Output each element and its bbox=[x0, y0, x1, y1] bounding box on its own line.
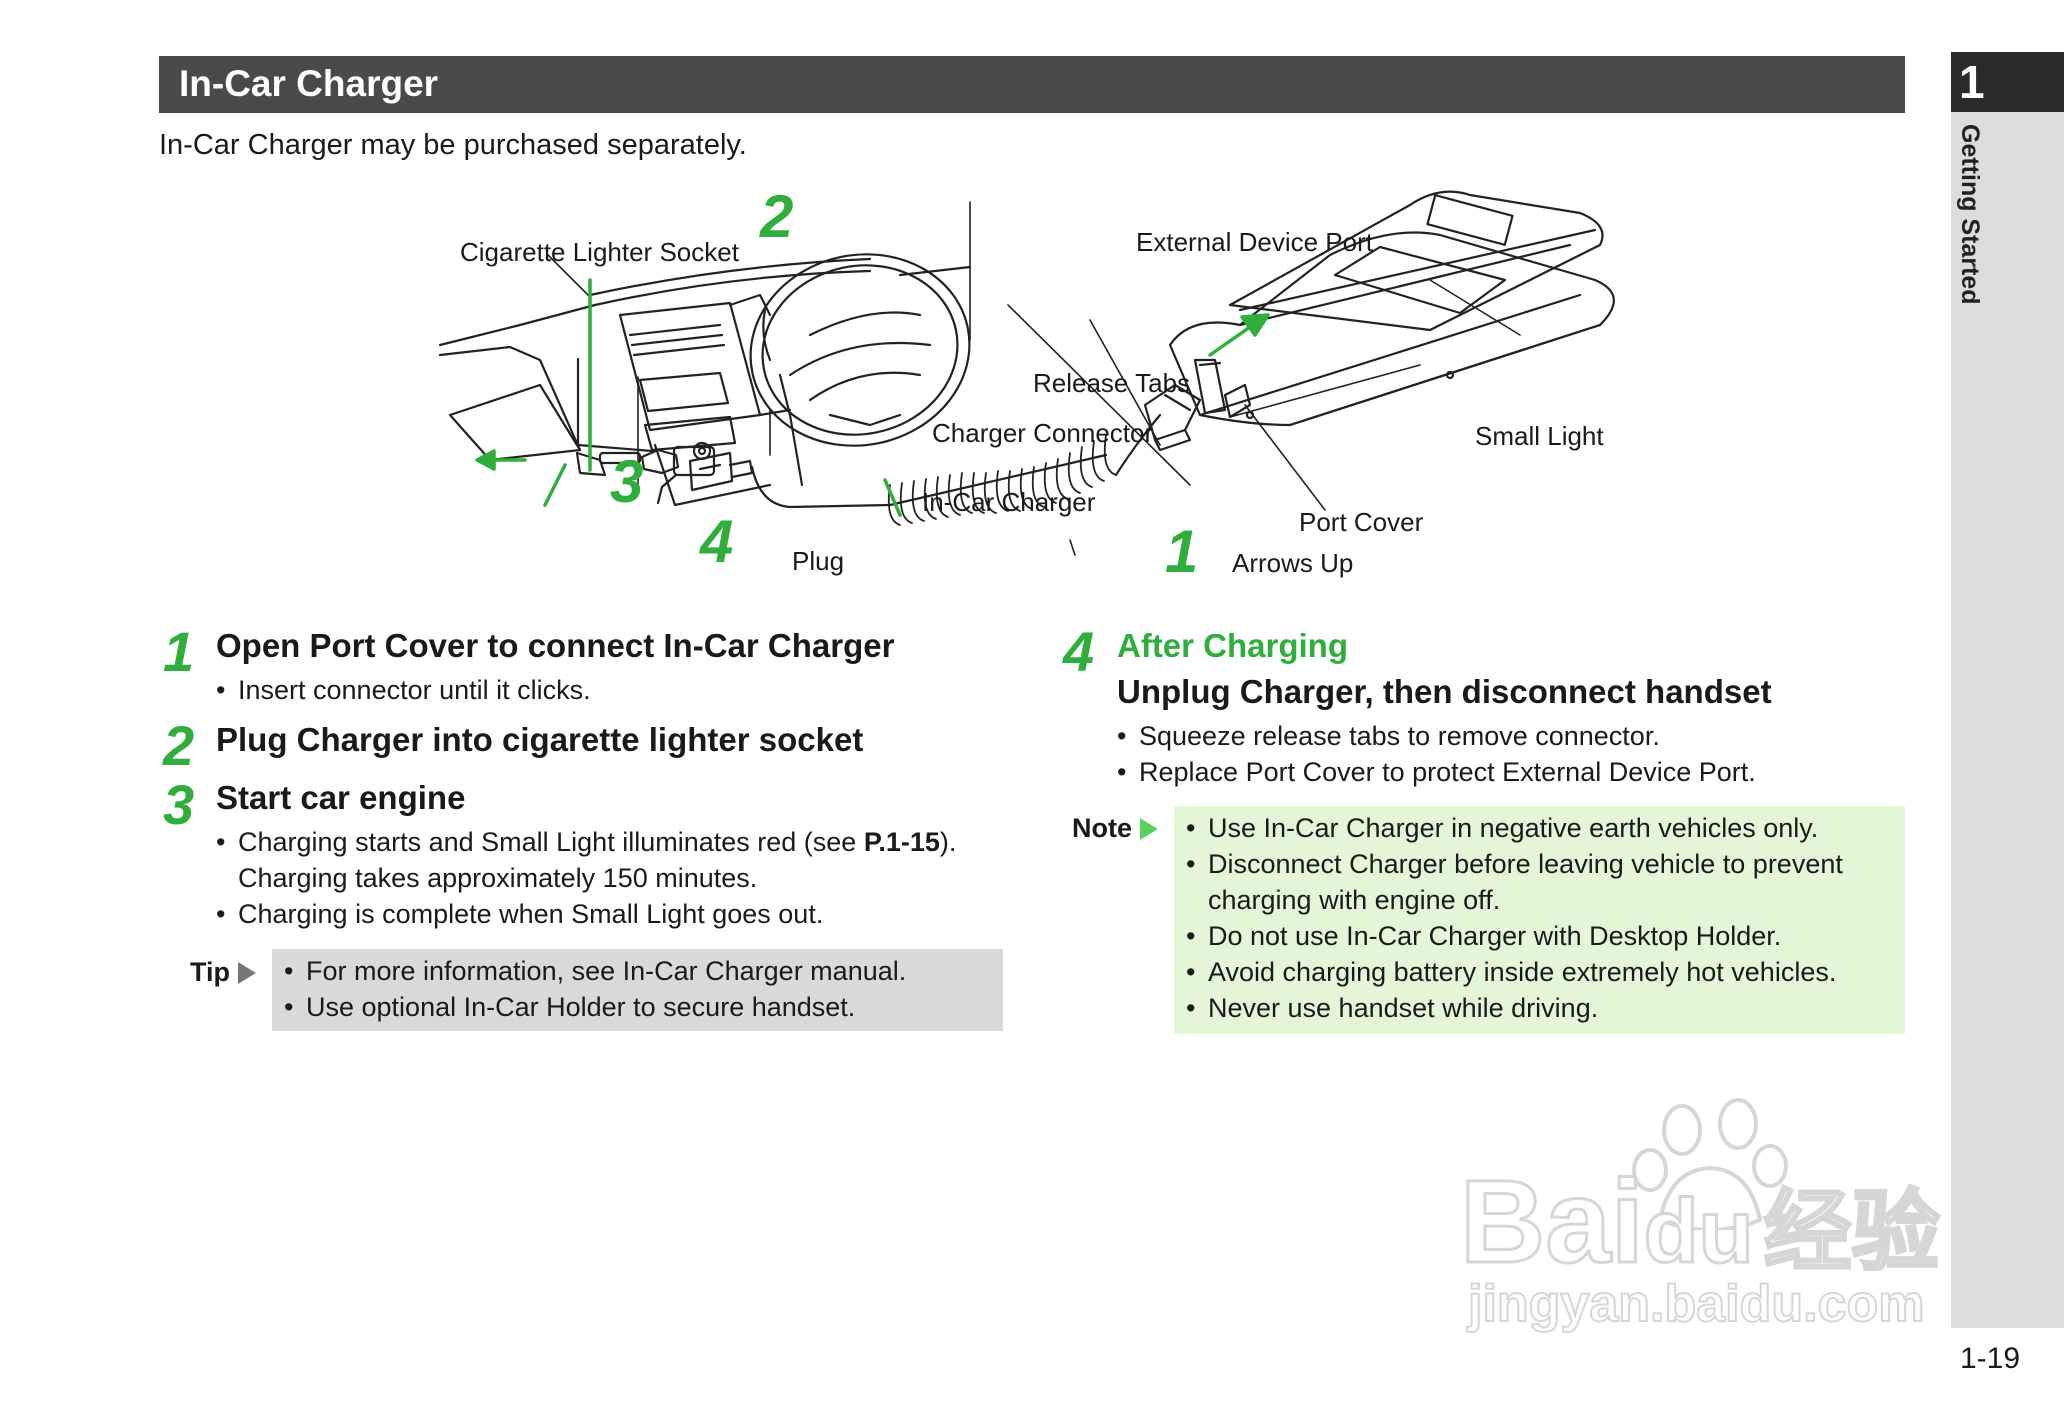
step-1-bullet: Insert connector until it clicks. bbox=[216, 672, 591, 708]
note-item: Avoid charging battery inside extremely … bbox=[1186, 954, 1843, 990]
step-4-subtitle: After Charging bbox=[1117, 627, 1348, 664]
diagram-illustration bbox=[438, 190, 1615, 556]
intro-text: In-Car Charger may be purchased separate… bbox=[159, 129, 747, 161]
step-4-number: 4 bbox=[1063, 620, 1095, 683]
note-item-continuation: charging with engine off. bbox=[1208, 885, 1501, 915]
watermark-cn: 经验 bbox=[1762, 1181, 1941, 1283]
step-4-bullets: Squeeze release tabs to remove connector… bbox=[1117, 718, 1756, 790]
step-3-bullets: Charging starts and Small Light illumina… bbox=[216, 824, 956, 932]
label-arrows-up: Arrows Up bbox=[1232, 548, 1354, 578]
note-label-text: Note bbox=[1072, 813, 1132, 843]
step-1-number: 1 bbox=[163, 620, 195, 683]
paw-logo-icon bbox=[1632, 1098, 1788, 1230]
callout-1: 1 bbox=[1165, 518, 1199, 585]
watermark-brand-a: Bai bbox=[1459, 1156, 1646, 1288]
triangle-right-icon bbox=[1140, 818, 1158, 840]
watermark-url: jingyan.baidu.com bbox=[1467, 1275, 1925, 1333]
tip-box: For more information, see In-Car Charger… bbox=[272, 949, 1003, 1031]
step-2-number: 2 bbox=[163, 714, 195, 777]
note-box: Use In-Car Charger in negative earth veh… bbox=[1174, 806, 1905, 1034]
charger-diagram: Cigarette Lighter Socket External Device… bbox=[430, 185, 1650, 605]
tip-item: For more information, see In-Car Charger… bbox=[284, 953, 906, 989]
tip-label-text: Tip bbox=[190, 957, 230, 987]
phone-drawing bbox=[1168, 190, 1615, 427]
step-3-bullet: Charging starts and Small Light illumina… bbox=[216, 824, 956, 860]
step-3-bullet-continuation: Charging takes approximately 150 minutes… bbox=[216, 860, 956, 896]
callout-4: 4 bbox=[700, 508, 734, 575]
label-port-cover: Port Cover bbox=[1299, 507, 1424, 537]
note-label: Note bbox=[1072, 810, 1158, 846]
note-item: Disconnect Charger before leaving vehicl… bbox=[1186, 846, 1843, 882]
label-plug: Plug bbox=[792, 546, 845, 576]
leader-lines bbox=[547, 201, 1521, 556]
page-reference: P.1-15 bbox=[863, 827, 940, 857]
step-1-title: Open Port Cover to connect In-Car Charge… bbox=[216, 627, 895, 664]
section-title: In-Car Charger bbox=[179, 63, 439, 104]
step-4-bullet: Replace Port Cover to protect External D… bbox=[1117, 754, 1756, 790]
label-charger-connector: Charger Connector bbox=[932, 418, 1154, 448]
chapter-number: 1 bbox=[1951, 52, 2064, 112]
label-release-tabs: Release Tabs bbox=[1033, 368, 1191, 398]
step-3-number: 3 bbox=[163, 773, 195, 836]
label-in-car-charger: In-Car Charger bbox=[922, 487, 1096, 517]
note-item: Do not use In-Car Charger with Desktop H… bbox=[1186, 918, 1843, 954]
tip-label: Tip bbox=[190, 954, 256, 990]
watermark-brand-b: du bbox=[1642, 1181, 1755, 1284]
note-bullets: Use In-Car Charger in negative earth veh… bbox=[1186, 810, 1843, 1026]
label-small-light: Small Light bbox=[1475, 421, 1604, 451]
step-2-title: Plug Charger into cigarette lighter sock… bbox=[216, 721, 864, 758]
step-3-bullet-close: ). bbox=[939, 827, 957, 857]
chapter-label: Getting Started bbox=[1956, 124, 1984, 305]
tip-bullets: For more information, see In-Car Charger… bbox=[284, 953, 906, 1025]
step-3-bullet-text: Charging starts and Small Light illumina… bbox=[238, 827, 864, 857]
dashboard-drawing bbox=[438, 253, 972, 507]
chapter-side-tab bbox=[1951, 56, 2064, 1328]
step-3-bullet-cont-text: Charging takes approximately 150 minutes… bbox=[238, 863, 758, 893]
label-cigarette-lighter-socket: Cigarette Lighter Socket bbox=[460, 237, 739, 267]
step-4-title: Unplug Charger, then disconnect handset bbox=[1117, 673, 1772, 710]
label-external-device-port: External Device Port bbox=[1136, 227, 1373, 257]
step-4-bullet: Squeeze release tabs to remove connector… bbox=[1117, 718, 1756, 754]
triangle-right-icon bbox=[238, 962, 256, 984]
step-markers bbox=[475, 278, 1270, 517]
note-item: Use In-Car Charger in negative earth veh… bbox=[1186, 810, 1843, 846]
callout-3: 3 bbox=[610, 448, 644, 515]
step-1-bullets: Insert connector until it clicks. bbox=[216, 672, 591, 708]
step-3-title: Start car engine bbox=[216, 779, 466, 816]
section-header-bar bbox=[159, 56, 1905, 113]
step-3-bullet: Charging is complete when Small Light go… bbox=[216, 896, 956, 932]
tip-item: Use optional In-Car Holder to secure han… bbox=[284, 989, 906, 1025]
page-number: 1-19 bbox=[1959, 1342, 2020, 1375]
callout-2: 2 bbox=[760, 183, 794, 250]
note-item: Never use handset while driving. bbox=[1186, 990, 1843, 1026]
